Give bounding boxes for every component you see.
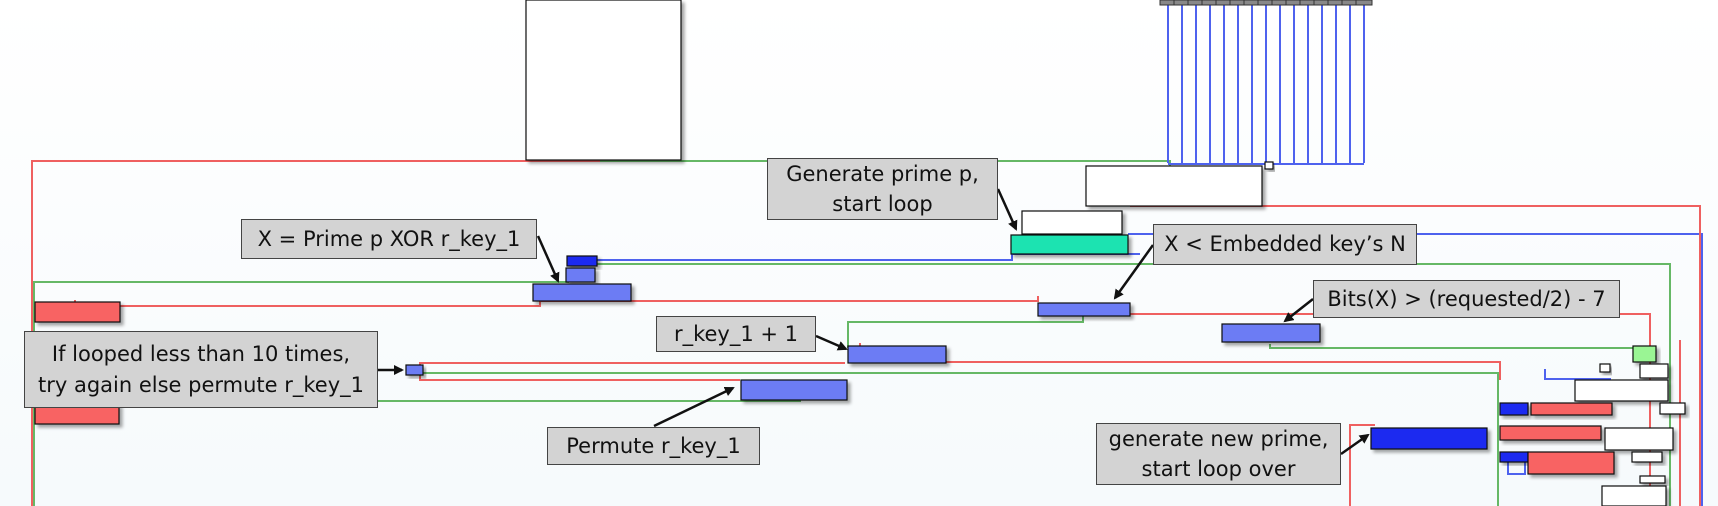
callout-generate-prime-line2: start loop [832, 192, 933, 216]
block-blue-5 [565, 267, 596, 283]
block-dark_blue-21 [1370, 427, 1488, 450]
arrow-layer [378, 188, 1370, 456]
block-white-15 [1599, 363, 1611, 373]
block-dark_blue-4 [566, 255, 598, 267]
block-blue-11 [405, 364, 424, 376]
callout-generate-prime: Generate prime p, start loop [767, 158, 998, 220]
callout-new-prime-line1: generate new prime, [1108, 426, 1329, 451]
annotation-arrow-0 [996, 188, 1018, 231]
block-red-7 [34, 301, 121, 323]
block-blue-8 [1037, 302, 1131, 317]
block-layer [34, 0, 1686, 506]
edge-red-18 [419, 376, 740, 381]
callout-xor: X = Prime p XOR r_key_1 [241, 219, 537, 259]
edge-green-14 [1269, 344, 1641, 356]
block-white-27 [1639, 475, 1666, 484]
annotation-arrow-3 [1283, 298, 1314, 323]
fan-terminal-14 [1355, 0, 1373, 6]
callout-x-less-n-text: X < Embedded key’s N [1164, 232, 1406, 257]
annotation-arrow-7 [1340, 433, 1370, 456]
edge-red-16 [419, 362, 845, 366]
callout-permute: Permute r_key_1 [547, 427, 760, 465]
edge-red-11 [1130, 205, 1701, 506]
annotation-arrow-2 [1113, 244, 1155, 300]
block-blue-12 [740, 379, 848, 401]
block-blue-6 [532, 283, 632, 302]
block-white-23 [1604, 427, 1674, 451]
block-red-25 [1527, 451, 1615, 475]
callout-new-prime-line2: start loop over [1141, 457, 1296, 481]
block-white-17 [1574, 379, 1669, 402]
edge-red-6 [540, 296, 1039, 302]
callout-looped-line2: try again else permute r_key_1 [37, 372, 364, 397]
callout-rkey-increment: r_key_1 + 1 [656, 316, 816, 352]
block-green-14 [1632, 345, 1657, 363]
block-blue-10 [847, 345, 947, 364]
callout-bits-text: Bits(X) > (requested/2) - 7 [1327, 286, 1606, 311]
block-white-0 [525, 0, 682, 161]
edge-red-5 [74, 300, 541, 307]
callout-looped-line1: If looped less than 10 times, [51, 342, 351, 367]
block-dark_blue-24 [1499, 451, 1529, 463]
block-teal-3 [1010, 234, 1129, 255]
callout-bits: Bits(X) > (requested/2) - 7 [1313, 280, 1620, 318]
edge-green-7 [568, 263, 1671, 506]
block-white-1 [1085, 165, 1263, 207]
block-blue-9 [1221, 323, 1321, 343]
block-white-29 [1264, 161, 1274, 170]
edge-red-20 [1349, 424, 1375, 506]
edge-blue-22 [1507, 455, 1526, 475]
callout-looped: If looped less than 10 times, try again e… [24, 331, 378, 408]
block-white-28 [1601, 485, 1667, 506]
callout-rkey-increment-text: r_key_1 + 1 [673, 321, 799, 346]
callout-permute-text: Permute r_key_1 [566, 433, 741, 458]
callout-xor-text: X = Prime p XOR r_key_1 [257, 226, 521, 251]
callout-generate-prime-line1: Generate prime p, [786, 161, 979, 186]
block-white-20 [1659, 402, 1686, 415]
block-dark_blue-18 [1499, 402, 1529, 416]
callout-new-prime: generate new prime, start loop over [1096, 423, 1341, 485]
annotation-arrow-1 [536, 235, 560, 283]
callout-x-less-n: X < Embedded key’s N [1153, 224, 1417, 265]
annotation-arrow-4 [815, 334, 848, 351]
edge-blue-8 [590, 254, 1013, 261]
block-white-2 [1021, 210, 1123, 235]
block-white-26 [1631, 451, 1663, 463]
block-red-22 [1499, 425, 1602, 441]
edge-green-19 [378, 395, 801, 402]
block-red-19 [1530, 402, 1613, 416]
block-white-16 [1639, 363, 1669, 379]
annotation-arrow-6 [653, 386, 735, 428]
